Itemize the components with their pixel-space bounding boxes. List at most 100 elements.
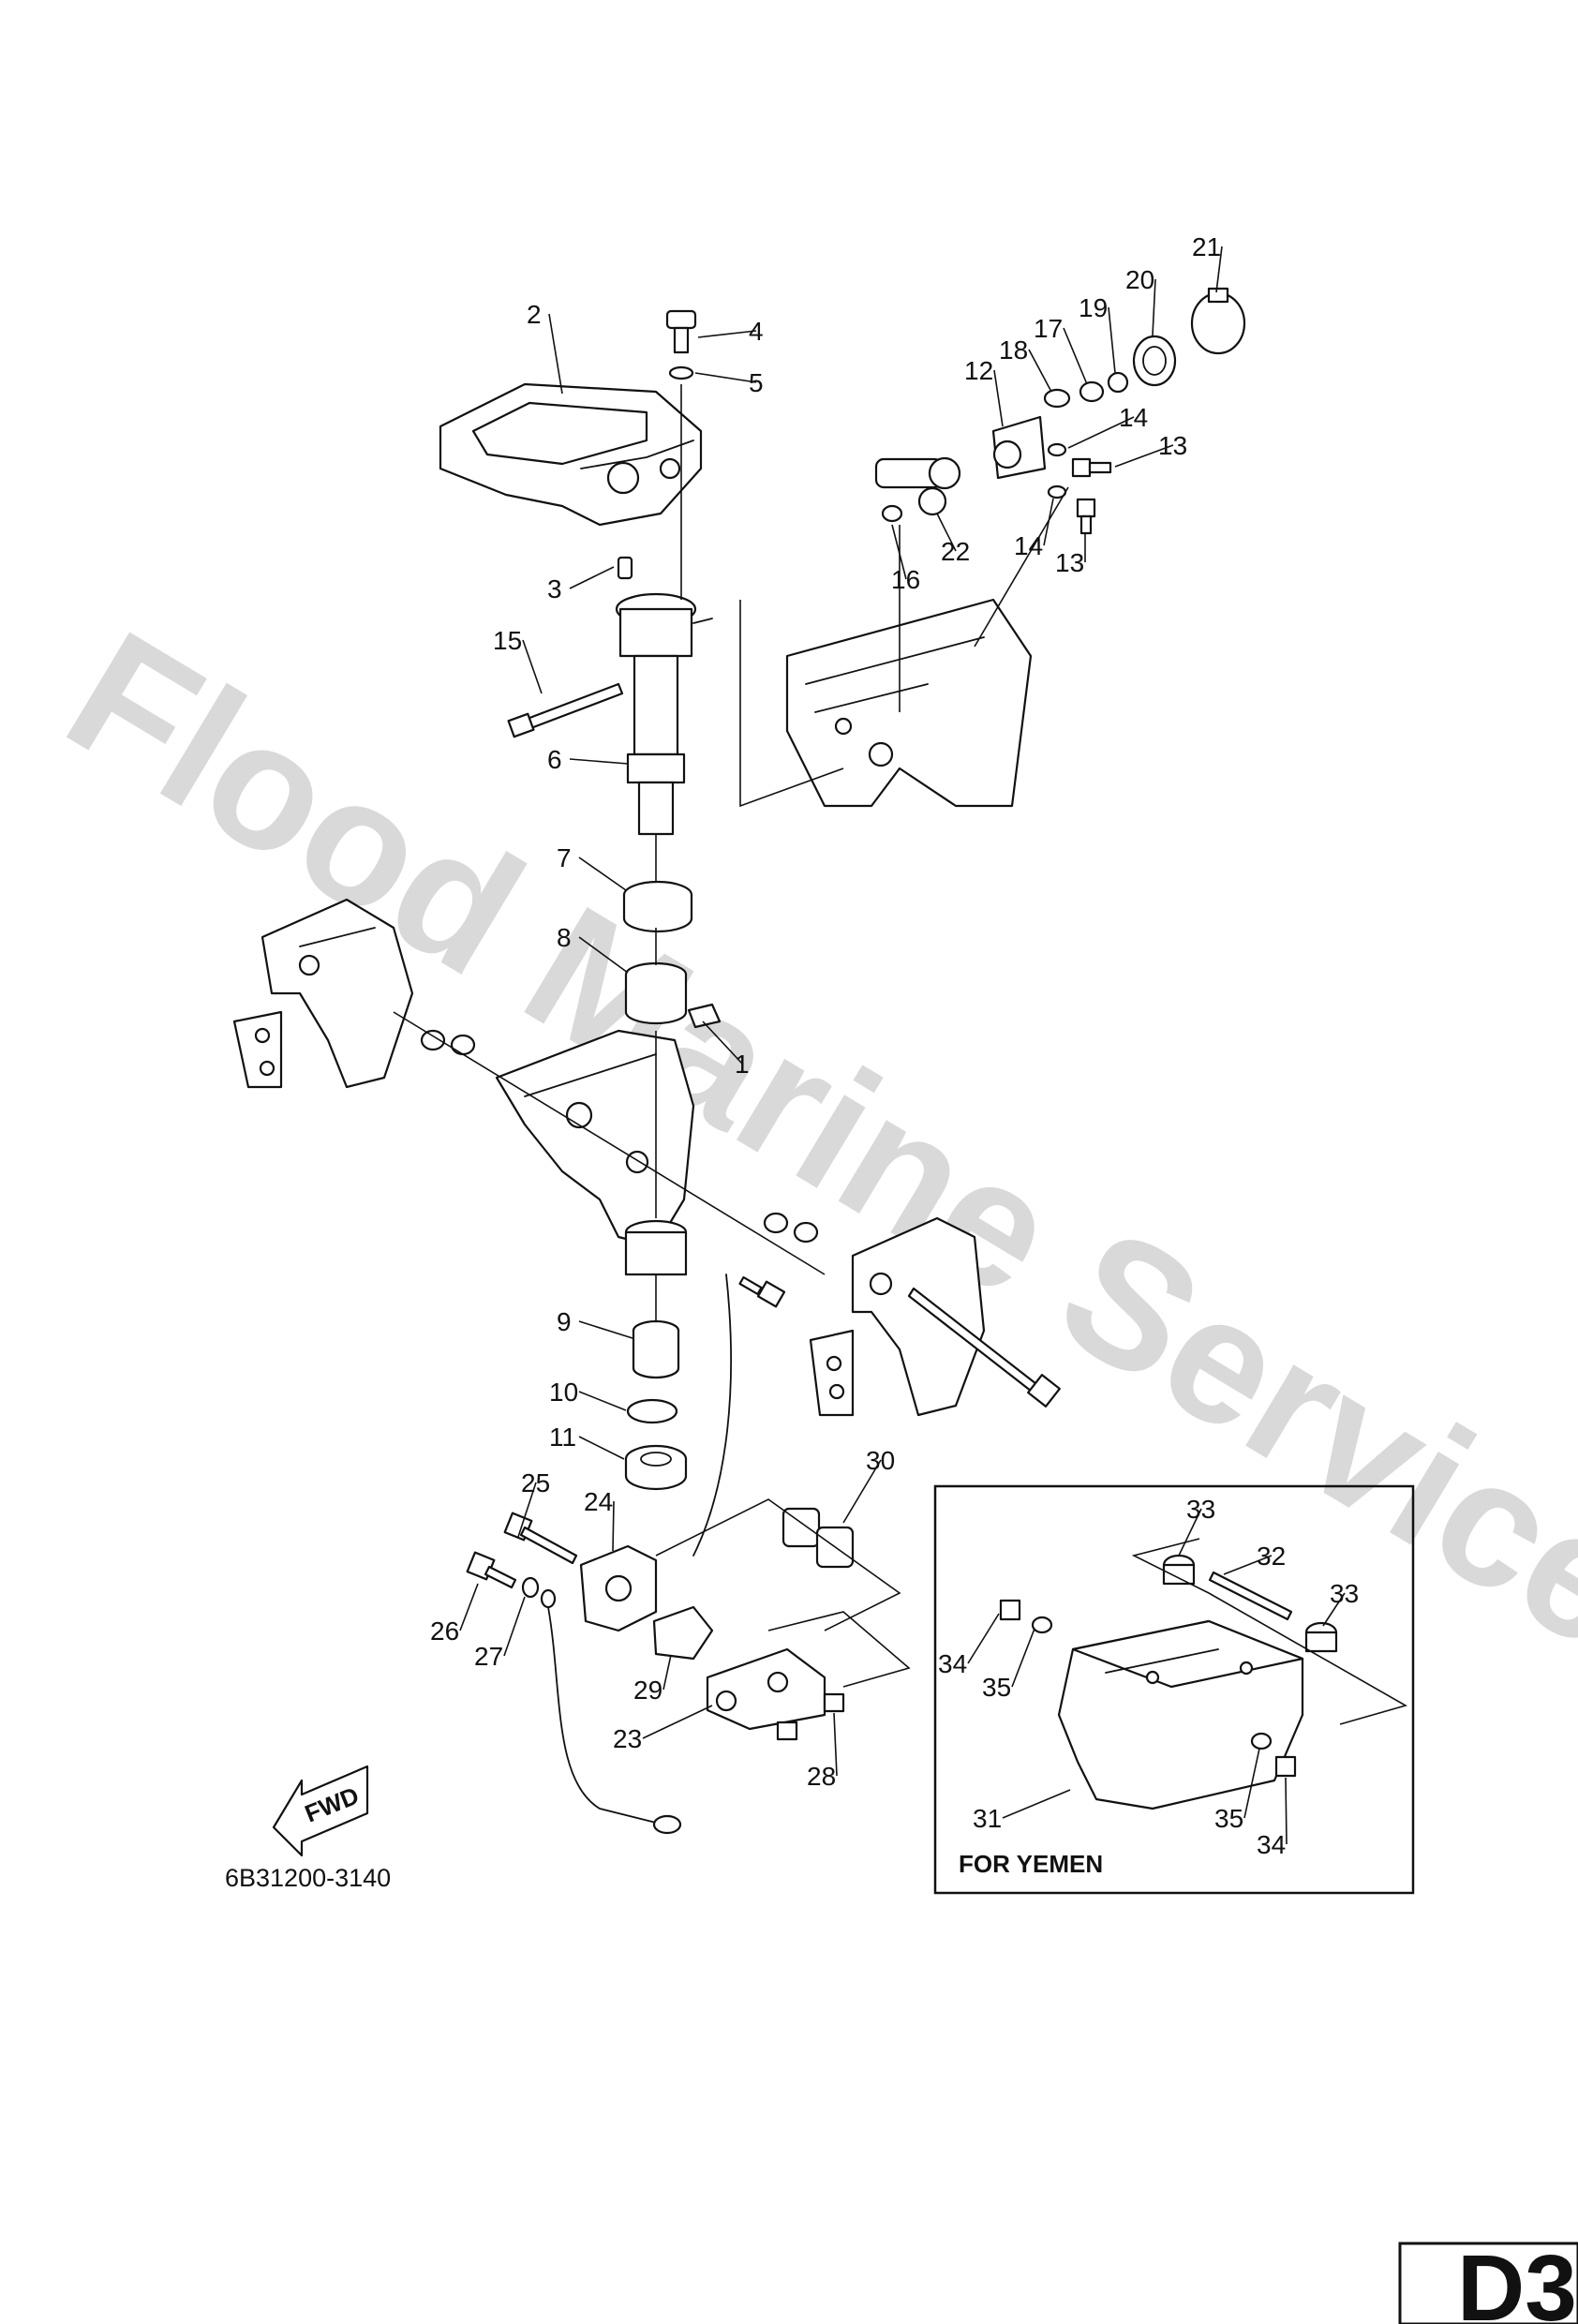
callout-label-7: 7 <box>557 843 572 872</box>
bolt-part-34 <box>999 1599 1021 1621</box>
callout-label-33: 33 <box>1186 1495 1215 1524</box>
callout-leader-21 <box>1215 246 1223 293</box>
callout-label-33: 33 <box>1330 1579 1359 1608</box>
callout-leader-4 <box>697 330 757 338</box>
fitting-part-22 <box>874 456 961 516</box>
callout-leader-24 <box>612 1500 615 1552</box>
callout-label-35: 35 <box>982 1673 1011 1702</box>
callout-label-26: 26 <box>430 1616 459 1646</box>
assembly-guide-line <box>767 1611 911 1688</box>
washer-part-27 <box>521 1576 540 1599</box>
callout-label-24: 24 <box>584 1487 613 1516</box>
washer-part-18 <box>1043 388 1071 409</box>
callout-leader-26 <box>459 1583 479 1631</box>
callout-label-20: 20 <box>1125 265 1154 294</box>
callout-label-14: 14 <box>1014 531 1043 560</box>
spacer-part-33 <box>1162 1554 1196 1586</box>
bushing-right <box>763 1212 789 1234</box>
bolt-part-34b <box>1274 1755 1297 1778</box>
callout-leader-7 <box>578 857 627 891</box>
callout-leader-34 <box>967 1613 1000 1664</box>
washer-right <box>793 1221 819 1244</box>
bushing-part-8 <box>624 961 688 1025</box>
callout-leader-27 <box>503 1596 526 1657</box>
callout-label-31: 31 <box>973 1804 1002 1833</box>
long-bolt-part-15 <box>507 682 624 738</box>
callout-leader-35 <box>1243 1748 1260 1819</box>
callout-label-34: 34 <box>1257 1830 1286 1859</box>
ground-lead-ring <box>652 1814 682 1835</box>
pin-part-3 <box>617 556 633 580</box>
callout-label-13: 13 <box>1055 548 1084 577</box>
callout-leader-32 <box>1223 1555 1273 1575</box>
callout-label-32: 32 <box>1257 1542 1286 1571</box>
callout-label-11: 11 <box>549 1423 576 1452</box>
steering-handle-part <box>439 382 703 527</box>
clamp-bracket-left-part <box>232 898 414 1089</box>
callout-label-29: 29 <box>633 1676 662 1705</box>
callout-label-25: 25 <box>521 1468 550 1497</box>
damper-part-29 <box>652 1605 714 1661</box>
ground-lead-terminal <box>540 1588 557 1609</box>
callout-leader-14 <box>1043 498 1054 546</box>
spacer-part-33b <box>1304 1621 1338 1653</box>
callout-label-9: 9 <box>557 1307 572 1336</box>
callout-label-12: 12 <box>964 356 993 385</box>
callout-leader-16 <box>891 524 907 580</box>
cover-part-31 <box>1057 1619 1304 1810</box>
nut-part-28b <box>776 1721 798 1741</box>
callout-label-35: 35 <box>1214 1804 1243 1833</box>
assembly-guide-line <box>655 1498 901 1631</box>
nut-part-28 <box>823 1692 845 1713</box>
bolt-part-4 <box>665 309 697 354</box>
callout-leader-18 <box>1028 349 1052 393</box>
clamp-part-21 <box>1190 287 1246 355</box>
ground-lead-upper-wire <box>692 1274 732 1557</box>
callout-label-16: 16 <box>891 565 920 594</box>
callout-leader-12 <box>993 369 1004 427</box>
callout-leader-6 <box>569 758 629 765</box>
callout-label-19: 19 <box>1079 293 1108 322</box>
callout-leader-23 <box>642 1705 713 1739</box>
washer-part-35 <box>1031 1616 1053 1634</box>
callout-leader-25 <box>517 1482 537 1538</box>
washer-part-5 <box>668 365 694 380</box>
callout-leader-14 <box>1067 416 1135 449</box>
bracket-part-12 <box>991 415 1047 480</box>
ground-lead-wire <box>547 1606 657 1824</box>
assembly-guide-line <box>393 1011 826 1275</box>
assembly-guide-line <box>739 600 844 808</box>
callout-label-15: 15 <box>493 626 522 655</box>
callout-label-14: 14 <box>1119 403 1148 432</box>
callout-label-17: 17 <box>1034 314 1063 343</box>
bushing-left <box>450 1034 476 1056</box>
washer-part-17 <box>1079 380 1105 403</box>
callout-label-28: 28 <box>807 1762 836 1791</box>
washer-left <box>420 1029 446 1051</box>
swivel-bracket-part <box>495 1029 695 1276</box>
bolt-part-13b <box>1076 498 1096 535</box>
callout-leader-5 <box>694 372 757 383</box>
callout-label-4: 4 <box>749 317 764 346</box>
callout-leader-33 <box>1178 1508 1202 1557</box>
callout-leader-3 <box>569 566 615 589</box>
callout-label-3: 3 <box>547 574 562 603</box>
fwd-arrow-icon: FWD <box>272 1765 369 1857</box>
callout-label-6: 6 <box>547 745 562 774</box>
washer-part-35b <box>1250 1732 1273 1750</box>
callout-leader-9 <box>578 1320 633 1339</box>
drawing-code: 6B31200-3140 <box>225 1864 391 1892</box>
callout-leader-19 <box>1108 306 1116 374</box>
callout-label-34: 34 <box>938 1649 967 1678</box>
bushing-part-7 <box>622 880 693 933</box>
assembly-guide-line <box>1131 1538 1408 1725</box>
callout-labels: 1234567891011121313141415161718192021222… <box>430 232 1359 1859</box>
callout-label-22: 22 <box>941 537 970 566</box>
steering-shaft-part-6 <box>615 592 713 836</box>
callout-label-30: 30 <box>866 1446 895 1475</box>
ground-lead-nut <box>738 1275 786 1308</box>
o-ring-part-10 <box>626 1398 678 1424</box>
callout-leader-20 <box>1152 278 1156 336</box>
callout-label-27: 27 <box>474 1642 503 1671</box>
